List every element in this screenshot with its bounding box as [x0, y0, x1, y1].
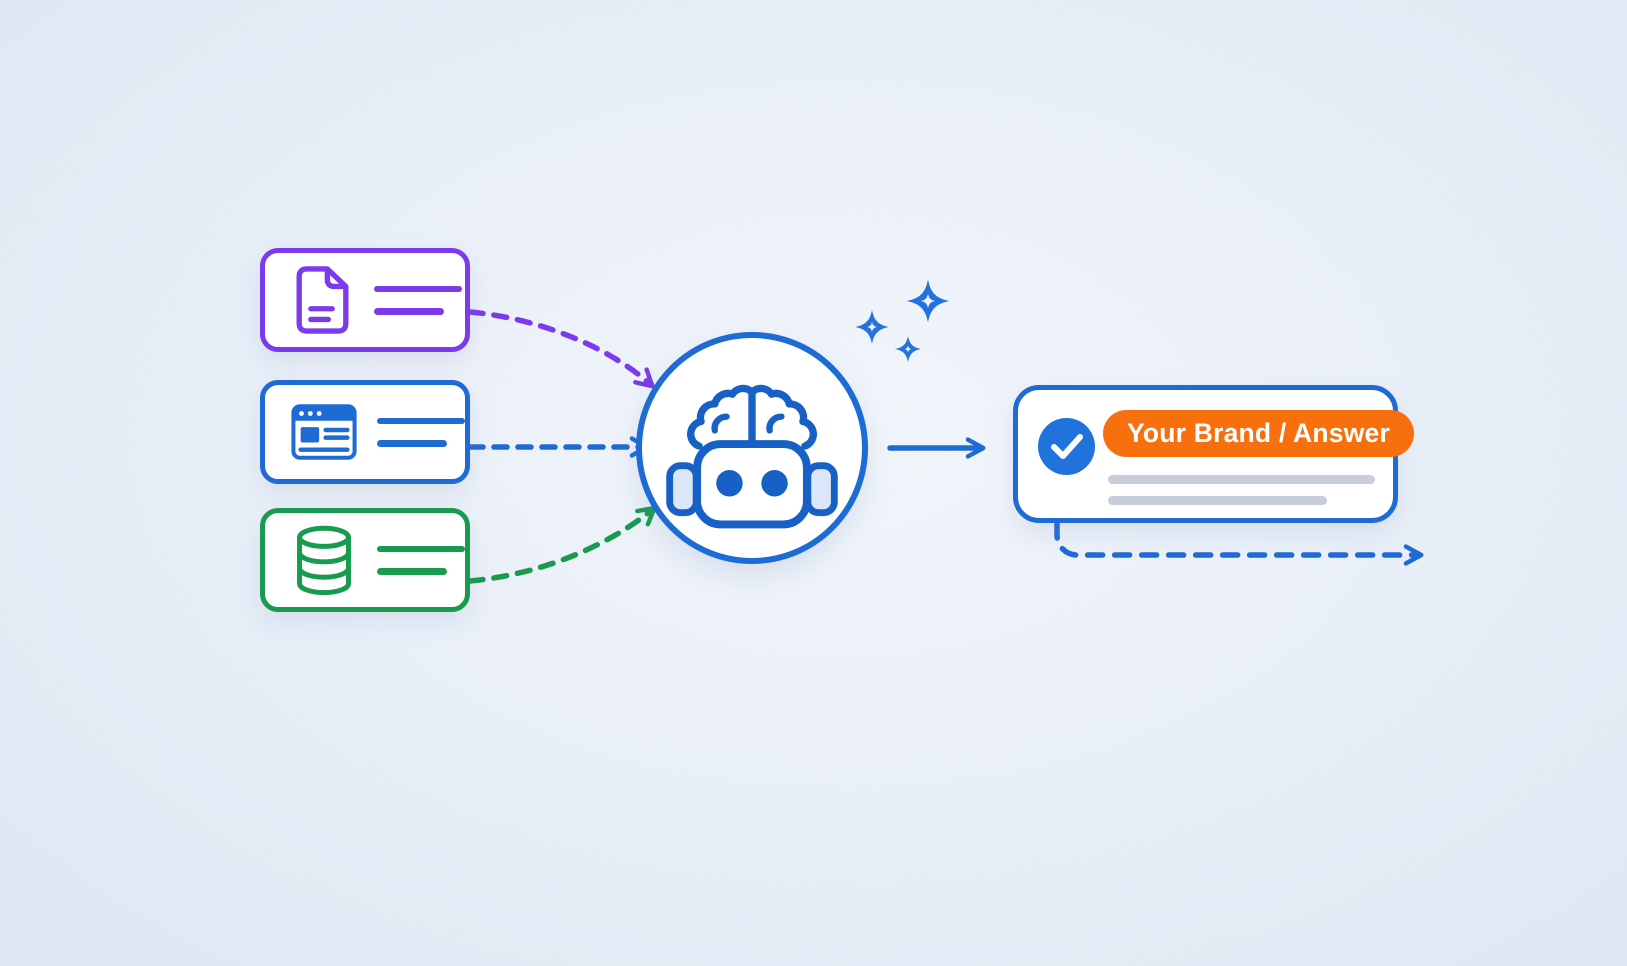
document-icon — [296, 266, 349, 334]
placeholder-line — [377, 568, 447, 575]
source-card-webpage — [260, 380, 470, 484]
document-placeholder-lines — [374, 285, 462, 315]
placeholder-line — [374, 285, 462, 292]
placeholder-line — [374, 308, 444, 315]
source-card-database — [260, 508, 470, 612]
arrow-answer-out — [1054, 520, 1424, 566]
placeholder-line — [377, 417, 465, 424]
arrow-document-to-ai — [467, 309, 655, 389]
answer-card: Your Brand / Answer — [1013, 385, 1414, 523]
webpage-placeholder-lines — [377, 417, 465, 447]
ai-agent-node — [636, 332, 868, 564]
database-placeholder-lines — [377, 545, 465, 575]
answer-placeholder-line — [1108, 496, 1327, 505]
answer-placeholder-line — [1108, 475, 1375, 484]
arrow-database-to-ai — [467, 505, 657, 584]
browser-window-icon — [291, 404, 357, 460]
brand-answer-label: Your Brand / Answer — [1127, 418, 1390, 448]
placeholder-line — [377, 545, 465, 552]
database-icon — [297, 525, 351, 596]
sparkles-icon — [855, 279, 950, 362]
robot-brain-icon — [666, 384, 838, 529]
checkmark-icon — [1050, 433, 1083, 459]
verified-check-badge — [1038, 418, 1095, 475]
source-card-document — [260, 248, 470, 352]
placeholder-line — [377, 440, 447, 447]
brand-answer-pill: Your Brand / Answer — [1103, 410, 1414, 457]
